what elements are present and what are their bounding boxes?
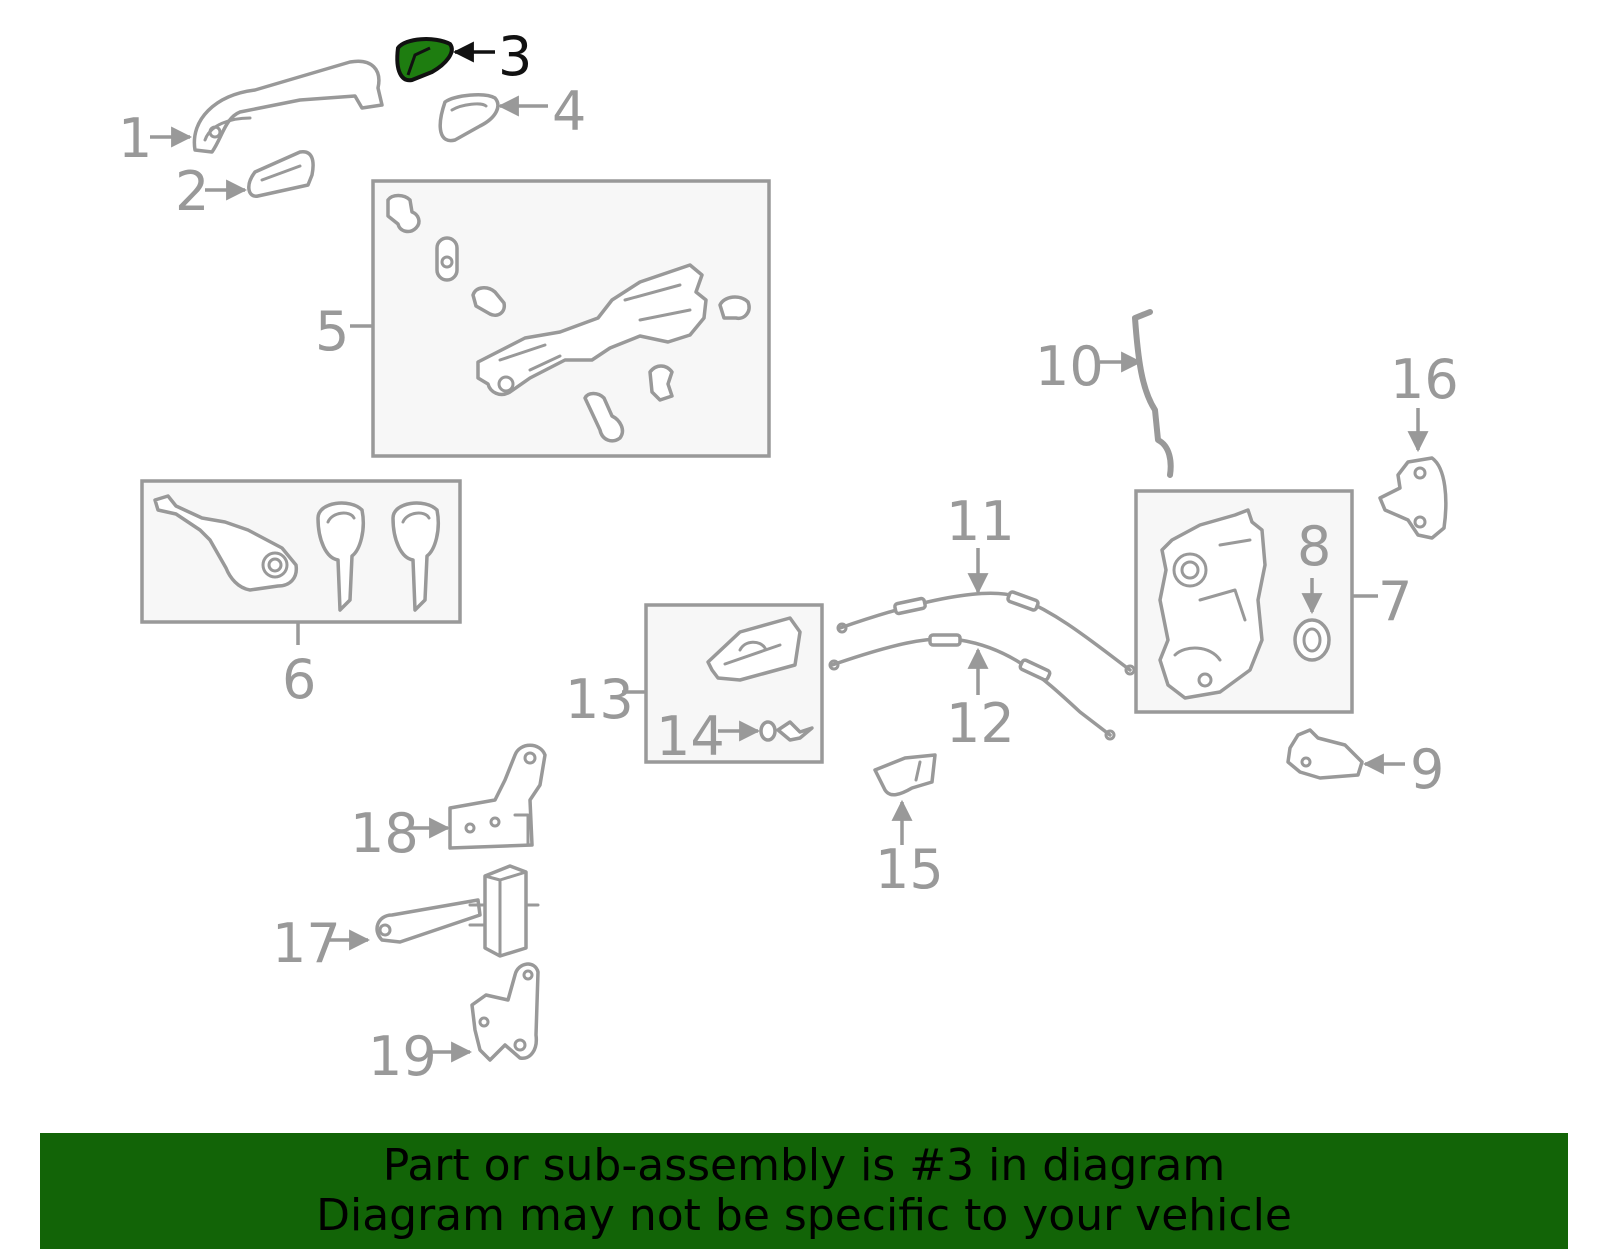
callout-14[interactable]: 14 xyxy=(656,705,725,768)
part-12-cable-lower[interactable] xyxy=(828,633,1116,741)
part-5-frame-assembly[interactable] xyxy=(386,193,751,443)
callout-4[interactable]: 4 xyxy=(552,80,586,143)
part-4-gasket[interactable] xyxy=(438,93,500,143)
callout-7[interactable]: 7 xyxy=(1378,570,1412,633)
banner-line-1: Part or sub-assembly is #3 in diagram xyxy=(382,1140,1226,1191)
banner-line-2: Diagram may not be specific to your vehi… xyxy=(316,1190,1292,1241)
callout-11[interactable]: 11 xyxy=(946,490,1015,553)
callout-18[interactable]: 18 xyxy=(350,802,419,865)
callout-19[interactable]: 19 xyxy=(368,1025,437,1088)
callout-2[interactable]: 2 xyxy=(175,160,209,223)
callout-8[interactable]: 8 xyxy=(1297,515,1331,578)
box-5-frame-assembly xyxy=(371,179,771,458)
part-2-handle-pad[interactable] xyxy=(247,150,315,198)
part-19-lower-hinge[interactable] xyxy=(470,962,540,1062)
callout-10[interactable]: 10 xyxy=(1035,335,1104,398)
part-6-cylinder-and-keys[interactable] xyxy=(153,494,440,612)
part-14-clip[interactable] xyxy=(759,720,814,742)
part-11-cable-upper[interactable] xyxy=(836,590,1136,676)
callout-3[interactable]: 3 xyxy=(498,25,532,88)
part-1-outer-handle[interactable] xyxy=(192,59,384,154)
callout-6[interactable]: 6 xyxy=(282,648,316,711)
part-15-bezel[interactable] xyxy=(873,753,937,797)
part-18-upper-hinge[interactable] xyxy=(448,743,547,850)
part-10-lock-rod[interactable] xyxy=(1132,309,1174,478)
part-17-door-check[interactable] xyxy=(375,864,540,958)
part-3-handle-cap[interactable] xyxy=(395,37,454,83)
callout-15[interactable]: 15 xyxy=(875,838,944,901)
callout-9[interactable]: 9 xyxy=(1410,738,1444,801)
callout-1[interactable]: 1 xyxy=(118,107,152,170)
callout-5[interactable]: 5 xyxy=(315,300,349,363)
info-banner: Part or sub-assembly is #3 in diagram Di… xyxy=(40,1133,1568,1249)
part-16-striker[interactable] xyxy=(1378,456,1448,540)
part-9-actuator-cover[interactable] xyxy=(1286,728,1364,780)
callout-17[interactable]: 17 xyxy=(272,912,341,975)
part-13-inner-handle[interactable] xyxy=(706,616,802,682)
callout-16[interactable]: 16 xyxy=(1390,348,1459,411)
callout-12[interactable]: 12 xyxy=(946,692,1015,755)
part-7-latch[interactable] xyxy=(1158,508,1267,700)
part-8-grommet[interactable] xyxy=(1293,618,1331,662)
callout-13[interactable]: 13 xyxy=(565,668,634,731)
